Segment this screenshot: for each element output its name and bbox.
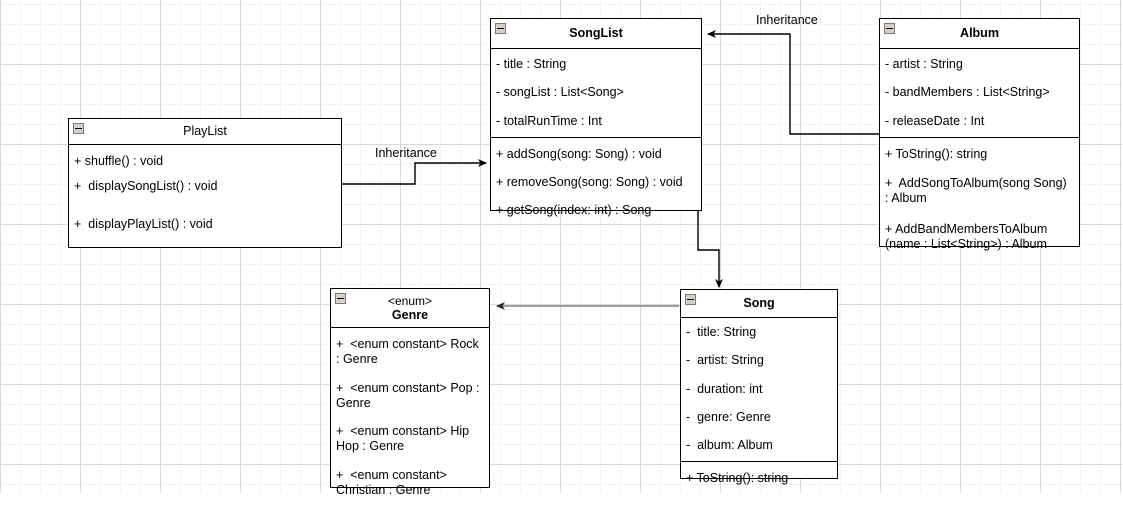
class-header-genre: <enum> Genre [331,289,489,328]
link-album-to-songlist [707,30,879,135]
class-box-album[interactable]: Album - artist : String - bandMembers : … [879,18,1080,251]
member-row: + AddSongToAlbum(song Song) : Album [885,176,1071,206]
class-header-album: Album [880,19,1079,49]
member-row: - genre: Genre [686,409,771,424]
class-title-album: Album [960,26,999,40]
member-row: - title: String [686,325,757,339]
member-row: - releaseDate : Int [885,113,985,128]
class-title-genre: Genre [391,308,429,323]
member-row: + ToString(): string [885,146,988,161]
class-title-song: Song [743,296,775,310]
member-row: + <enum constant> Christian : Genre [336,467,447,497]
member-row: - bandMembers : List<String> [885,85,1050,100]
methods-section-album: + ToString(): string + AddSongToAlbum(so… [880,136,1079,260]
member-row: + <enum constant> Rock : Genre [336,337,483,367]
constants-section-genre: + <enum constant> Rock : Genre + <enum c… [331,328,489,506]
member-row: + removeSong(song: Song) : void [496,175,683,189]
class-header-playlist: PlayList [69,119,341,145]
member-row: - duration: int [686,381,763,396]
class-header-song: Song [681,290,837,318]
member-row: + displayPlayList() : void [74,216,213,231]
class-title-songlist: SongList [569,26,623,40]
collapse-minus-icon[interactable] [495,23,506,34]
edge-label-album-inheritance: Inheritance [756,13,818,27]
attributes-section-song: - title: String - artist: String - durat… [681,318,837,461]
class-header-songlist: SongList [491,19,701,49]
collapse-minus-icon[interactable] [73,123,84,134]
member-row: + getSong(index: int) : Song [496,203,652,218]
relationship-lines [342,30,879,310]
member-row: - title : String [496,57,567,71]
member-row: + addSong(song: Song) : void [496,146,662,161]
member-row: + ToString(): string [686,471,789,486]
member-row: + AddBandMembersToAlbum (name : List<Str… [885,221,1048,251]
member-row: + displaySongList() : void [74,179,218,194]
class-box-playlist[interactable]: PlayList + shuffle() : void + displaySon… [68,118,342,248]
member-row: - totalRunTime : Int [496,113,602,128]
methods-section-song: + ToString(): string [681,461,837,494]
attributes-section-songlist: - title : String - songList : List<Song>… [491,49,701,137]
collapse-minus-icon[interactable] [685,294,696,305]
class-box-song[interactable]: Song - title: String - artist: String - … [680,289,838,485]
member-row: - artist : String [885,57,963,71]
class-title-playlist: PlayList [183,124,227,138]
member-row: + <enum constant> Pop : Genre [336,380,483,410]
member-row: - songList : List<Song> [496,85,624,100]
class-box-songlist[interactable]: SongList - title : String - songList : L… [490,18,702,217]
member-row: - album: Album [686,438,773,452]
methods-section-playlist: + shuffle() : void + displaySongList() :… [69,145,341,240]
collapse-minus-icon[interactable] [884,23,895,34]
class-stereotype-genre: <enum> [387,294,433,308]
edge-label-playlist-inheritance: Inheritance [375,146,437,160]
member-row: + <enum constant> Hip Hop : Genre [336,424,473,454]
member-row: - artist: String [686,353,764,368]
attributes-section-album: - artist : String - bandMembers : List<S… [880,49,1079,137]
link-songlist-to-song [697,211,723,288]
collapse-minus-icon[interactable] [335,293,346,304]
methods-section-songlist: + addSong(song: Song) : void + removeSon… [491,136,701,227]
class-box-genre[interactable]: <enum> Genre + <enum constant> Rock : Ge… [330,288,490,497]
member-row: + shuffle() : void [74,154,164,168]
link-playlist-to-songlist [342,159,487,185]
